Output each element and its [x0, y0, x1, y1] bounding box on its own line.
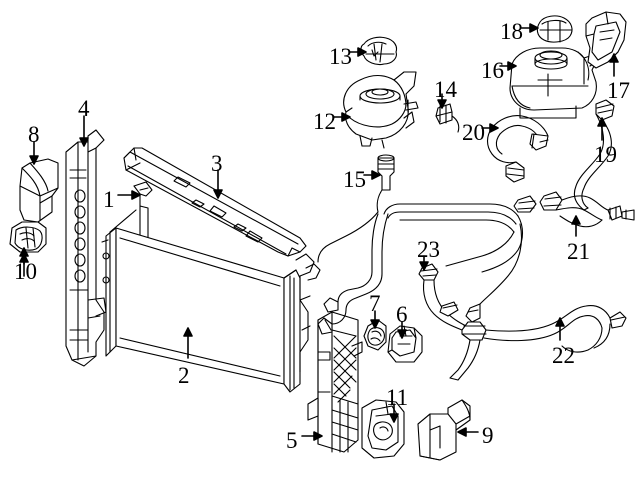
part-left-side-air-duct-channel	[65, 129, 107, 367]
part-lower-coolant-line-tail	[465, 223, 523, 323]
callout-label-16: 16	[481, 58, 504, 83]
callout-label-14: 14	[434, 77, 457, 102]
part-rubber-isolator-mount	[9, 221, 47, 253]
part-coolant-expansion-tank	[343, 71, 419, 149]
callout-arrows	[19, 23, 619, 441]
callout-label-1: 1	[103, 187, 115, 212]
callout-label-5: 5	[286, 428, 298, 453]
part-coolant-line-end-fitting	[376, 154, 395, 213]
part-radiator-upper-bracket-clip	[133, 181, 153, 207]
part-lower-air-deflector-right	[417, 399, 471, 461]
callout-label-11: 11	[386, 385, 409, 410]
part-coolant-return-hose	[486, 115, 549, 183]
part-secondary-expansion-tank	[509, 47, 597, 119]
callout-label-19: 19	[594, 142, 617, 167]
callout-label-2: 2	[178, 363, 190, 388]
part-vent-line-assembly	[418, 263, 627, 381]
callout-label-10: 10	[14, 259, 37, 284]
callout-label-18: 18	[500, 19, 523, 44]
part-tank-mounting-bracket	[585, 11, 627, 69]
part-hose-connector-fitting	[435, 103, 460, 133]
callout-label-4: 4	[78, 96, 90, 121]
callout-label-17: 17	[607, 78, 630, 103]
callout-label-23: 23	[417, 237, 440, 262]
callout-label-9: 9	[482, 423, 494, 448]
part-main-coolant-lines	[317, 191, 635, 335]
part-lower-air-guide-shroud	[307, 311, 363, 453]
callout-label-3: 3	[211, 151, 223, 176]
callout-label-22: 22	[552, 343, 575, 368]
part-upper-crossmember-air-duct	[123, 147, 307, 257]
part-vent-hose-left	[317, 211, 379, 263]
callout-label-13: 13	[329, 44, 352, 69]
part-upper-air-deflector	[19, 158, 59, 223]
part-radiator-core	[101, 205, 321, 393]
part-secondary-tank-cap	[536, 15, 573, 43]
part-short-coolant-hose	[573, 99, 615, 211]
callout-label-12: 12	[313, 109, 336, 134]
callout-label-20: 20	[462, 120, 485, 145]
callout-label-21: 21	[567, 239, 590, 264]
callout-label-6: 6	[396, 302, 408, 327]
callout-label-15: 15	[343, 167, 366, 192]
callout-label-8: 8	[28, 122, 40, 147]
callout-label-7: 7	[369, 291, 381, 316]
part-mounting-bracket-clip	[387, 325, 423, 363]
part-expansion-tank-cap	[360, 36, 398, 66]
